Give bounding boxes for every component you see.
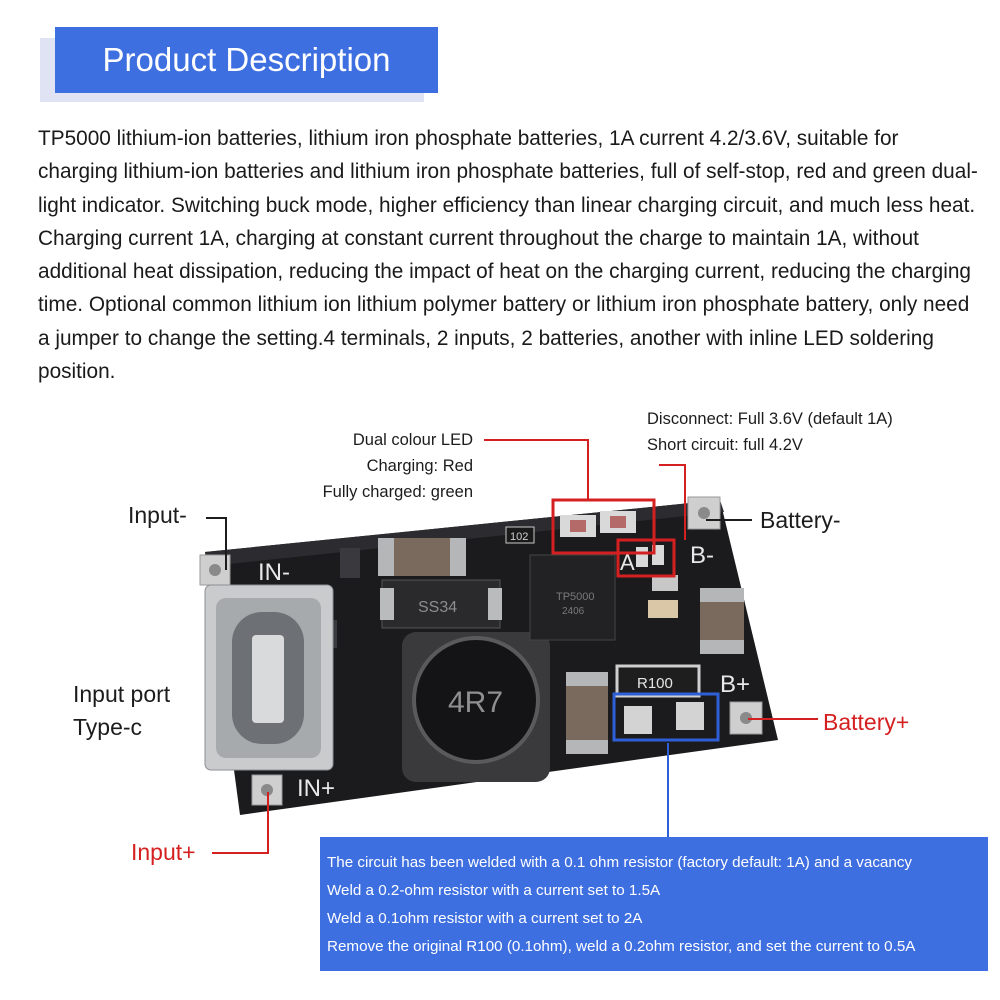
input-minus-line — [206, 517, 227, 570]
product-description: TP5000 lithium-ion batteries, lithium ir… — [38, 127, 978, 384]
silk-in-plus: IN+ — [297, 775, 335, 802]
diode-ss34: SS34 — [380, 579, 502, 629]
capacitor-bottom — [566, 672, 608, 754]
silk-b-plus: B+ — [720, 671, 750, 698]
input-port-line1: Input port — [73, 681, 171, 707]
input-port-line2: Type-c — [73, 714, 143, 740]
jumper-callout-line — [659, 464, 686, 540]
svg-text:4R7: 4R7 — [448, 686, 503, 719]
capacitor-battery — [700, 588, 744, 654]
svg-text:R100: R100 — [637, 675, 673, 692]
jumper-label-disconnect: Disconnect: Full 3.6V (default 1A) — [647, 410, 893, 428]
info-line-1-5a: Weld a 0.2-ohm resistor with a current s… — [327, 882, 661, 899]
pad-b-plus — [729, 701, 763, 735]
jumper-highlight-box — [616, 538, 676, 578]
pad-in-plus — [251, 774, 283, 806]
svg-text:TP5000: TP5000 — [556, 591, 595, 603]
inductor-4r7: 4R7 — [402, 632, 550, 782]
resistor-info-box: The circuit has been welded with a 0.1 o… — [320, 837, 988, 971]
chip-tp5000: TP5000 2406 — [529, 554, 616, 641]
led-label-full: Fully charged: green — [322, 483, 473, 501]
info-line-0-5a: Remove the original R100 (0.1ohm), weld … — [327, 938, 916, 955]
input-plus-label: Input+ — [131, 839, 196, 865]
input-minus-label: Input- — [128, 502, 187, 528]
resistor-r100: R100 — [615, 664, 701, 698]
led-label-title: Dual colour LED — [352, 431, 473, 449]
resistor-highlight-box — [612, 692, 720, 742]
led-callout-line — [484, 439, 589, 500]
svg-text:102: 102 — [510, 531, 528, 543]
usb-c-port — [204, 584, 334, 771]
svg-text:2406: 2406 — [562, 606, 585, 617]
jumper-label-short: Short circuit: full 4.2V — [647, 436, 803, 454]
capacitor-top — [378, 538, 466, 576]
battery-plus-label: Battery+ — [823, 709, 910, 735]
led-callout: Dual colour LED Charging: Red Fully char… — [270, 427, 473, 505]
smd-102: 102 — [505, 526, 535, 544]
silk-in-minus: IN- — [258, 559, 290, 586]
info-line-2a: Weld a 0.1ohm resistor with a current se… — [327, 910, 643, 927]
jumper-callout: Disconnect: Full 3.6V (default 1A) Short… — [647, 406, 893, 458]
led-highlight-box — [551, 498, 656, 555]
silk-b-minus: B- — [690, 542, 714, 569]
led-label-charging: Charging: Red — [366, 457, 473, 475]
input-port-label: Input port Type-c — [73, 678, 170, 744]
battery-minus-label: Battery- — [760, 507, 841, 533]
info-line-default: The circuit has been welded with a 0.1 o… — [327, 854, 913, 871]
silk-jumper: A — [620, 550, 635, 575]
page-title: Product Description — [55, 27, 438, 93]
svg-text:SS34: SS34 — [418, 599, 457, 616]
led-pair — [560, 511, 636, 537]
pad-b-minus — [687, 496, 721, 530]
input-plus-line — [212, 792, 269, 854]
